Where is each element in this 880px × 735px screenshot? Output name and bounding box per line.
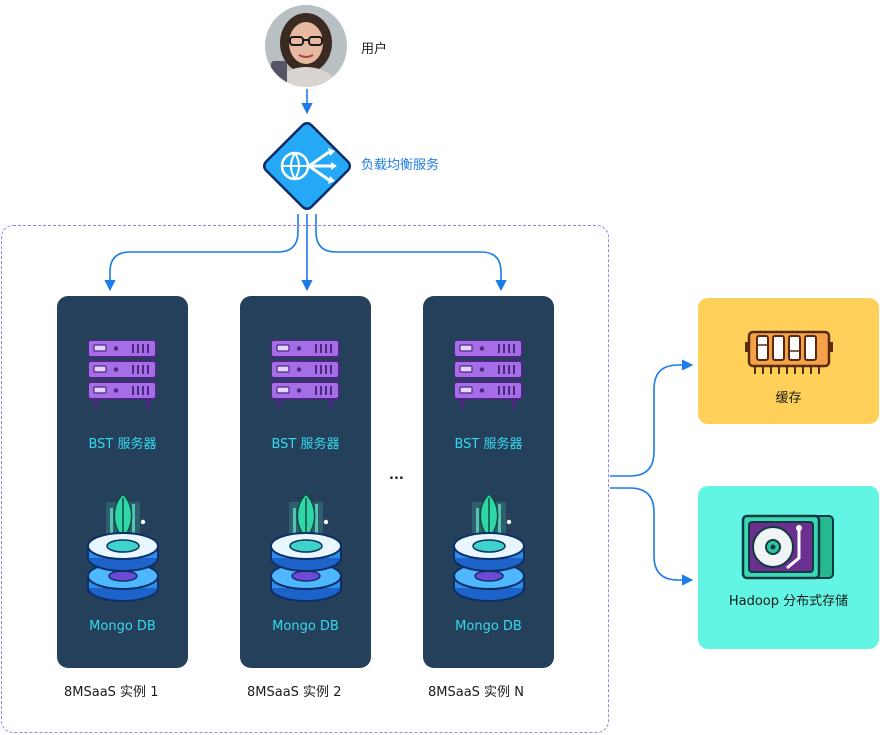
server-rack-icon (271, 340, 340, 409)
hard-disk-icon (741, 514, 834, 580)
mongodb-icon (453, 494, 525, 602)
cache-card: 缓存 (698, 298, 879, 424)
load-balancer-icon (262, 121, 352, 211)
user-label: 用户 (361, 42, 388, 57)
server-label: BST 服务器 (88, 437, 157, 452)
hadoop-label: Hadoop 分布式存储 (728, 594, 849, 609)
saas-instance-card: BST 服务器 Mongo DB (240, 296, 371, 668)
load-balancer-label: 负载均衡服务 (361, 158, 440, 173)
db-label: Mongo DB (89, 619, 156, 634)
saas-instance-card: BST 服务器 Mongo DB (57, 296, 188, 668)
server-label: BST 服务器 (454, 437, 523, 452)
saas-cluster-group (1, 225, 609, 733)
cache-label: 缓存 (775, 391, 802, 406)
server-rack-icon (88, 340, 157, 409)
user-avatar (263, 3, 349, 89)
instance-name: 8MSaaS 实例 N (428, 685, 524, 700)
instance-name: 8MSaaS 实例 2 (247, 685, 342, 700)
db-label: Mongo DB (455, 619, 522, 634)
server-label: BST 服务器 (271, 437, 340, 452)
hadoop-card: Hadoop 分布式存储 (698, 486, 879, 649)
saas-instance-card: BST 服务器 Mongo DB (423, 296, 554, 668)
mongodb-icon (270, 494, 342, 602)
instance-name: 8MSaaS 实例 1 (64, 685, 159, 700)
db-label: Mongo DB (272, 619, 339, 634)
memory-icon (745, 330, 833, 374)
server-rack-icon (454, 340, 523, 409)
mongodb-icon (87, 494, 159, 602)
ellipsis: ... (389, 468, 404, 483)
